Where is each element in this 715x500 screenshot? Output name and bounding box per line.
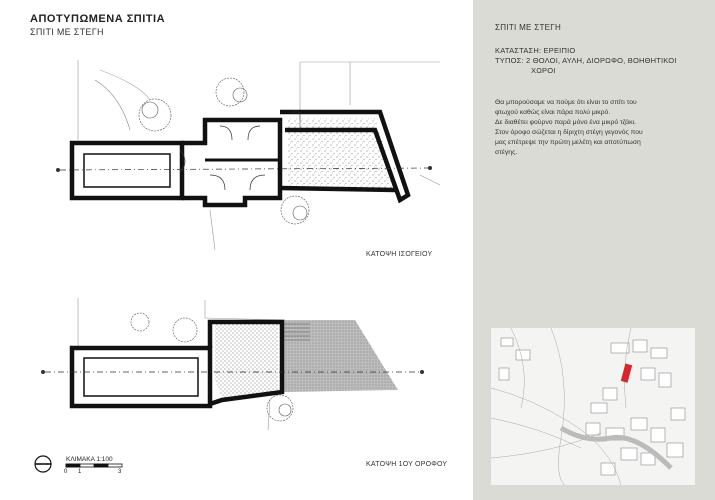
first-stairs xyxy=(284,323,310,341)
first-walls xyxy=(69,319,285,409)
first-trees xyxy=(130,312,294,422)
description-line: μας επέτρεψε την πρώτη μελέτη και αποτύπ… xyxy=(495,139,641,146)
scale-bar xyxy=(65,463,123,468)
status-line: ΚΑΤΑΣΤΑΣΗ: ΕΡΕΙΠΙΟ xyxy=(495,46,576,55)
first-roof-fill xyxy=(215,322,278,398)
description-line: Θα μπορούσαμε να πούμε ότι είναι το σπίτ… xyxy=(495,99,637,106)
ground-trees xyxy=(94,69,310,225)
location-map xyxy=(491,328,695,485)
location-map-drawing xyxy=(491,328,686,485)
description-line: Δε διαθέτει φούρνο παρά μόνο ένα μικρό τ… xyxy=(495,119,636,126)
drawing-area xyxy=(0,0,473,500)
page-subtitle: ΣΠΙΤΙ ΜΕ ΣΤΕΓΗ xyxy=(30,27,104,37)
ground-courtyard-fill xyxy=(288,118,398,192)
first-floor-label: ΚΑΤΟΨΗ 1ΟΥ ΟΡΟΦΟΥ xyxy=(366,461,448,468)
page-title: ΑΠΟΤΥΠΩΜΕΝΑ ΣΠΙΤΙΑ xyxy=(30,13,166,25)
first-courtyard-fill xyxy=(282,320,398,392)
highlighted-house xyxy=(620,363,633,383)
type-line-continued: ΧΩΡΟΙ xyxy=(531,66,556,75)
ground-walls xyxy=(69,109,411,208)
ground-floor-label: ΚΑΤΟΨΗ ΙΣΟΓΕΙΟΥ xyxy=(366,251,433,258)
description-line: στέγης. xyxy=(495,149,518,156)
ground-doors xyxy=(179,111,301,191)
description-line: Στον όροφο σώζεται η δίριχτη στέγη γεγον… xyxy=(495,129,643,136)
description-line: φτωχού καθώς είναι πάρα πολύ μικρό. xyxy=(495,109,611,116)
info-heading: ΣΠΙΤΙ ΜΕ ΣΤΕΓΗ xyxy=(495,23,562,32)
scale-tick-3: 3 xyxy=(118,469,122,475)
description-paragraph: Θα μπορούσαμε να πούμε ότι είναι το σπίτ… xyxy=(495,98,695,158)
ground-axis xyxy=(59,167,429,171)
scale-label: ΚΛΙΜΑΚΑ 1:100 xyxy=(66,456,113,463)
scale-tick-1: 1 xyxy=(78,469,82,475)
type-line: ΤΥΠΟΣ: 2 ΘΟΛΟΙ, ΑΥΛΗ, ΔΙΟΡΩΦΟ, ΒΟΗΘΗΤΙΚΟ… xyxy=(495,56,677,65)
scale-tick-0: 0 xyxy=(64,469,68,475)
floor-plans-drawing xyxy=(34,60,441,473)
